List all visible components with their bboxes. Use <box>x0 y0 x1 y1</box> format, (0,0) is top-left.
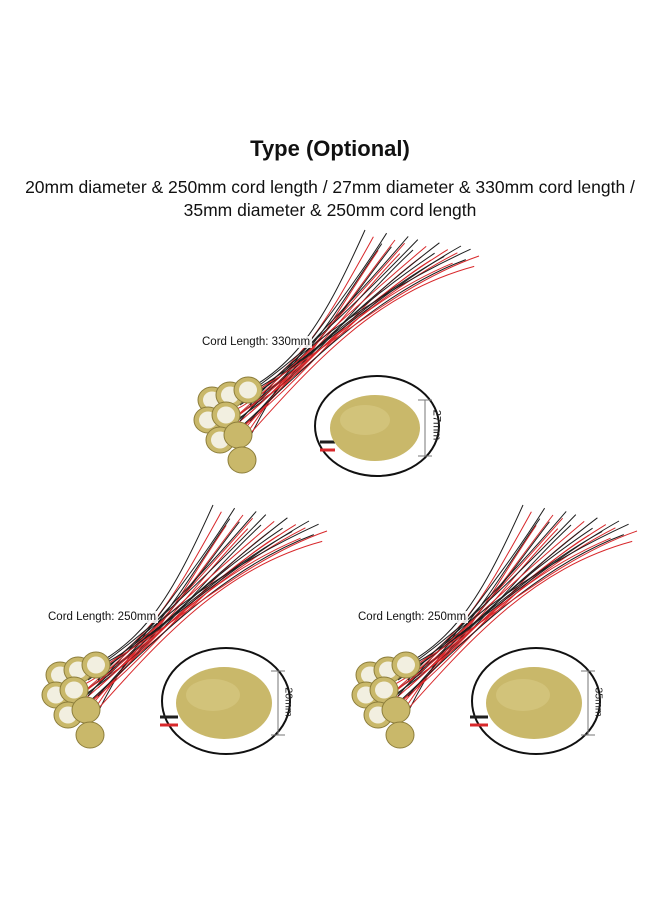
piezo-disc <box>381 696 411 724</box>
piezo-discs <box>41 651 111 749</box>
wire <box>229 259 466 438</box>
wire <box>387 534 624 713</box>
piezo-disc <box>233 376 263 404</box>
disc-callout <box>160 647 291 755</box>
wire <box>219 242 440 438</box>
diameter-label: 35mm <box>592 687 605 717</box>
wire-bundle <box>367 504 638 721</box>
wire <box>67 527 306 705</box>
piezo-disc <box>391 651 421 679</box>
wire <box>407 523 629 681</box>
wire <box>97 507 236 713</box>
variant-panel-35mm: Cord Length: 250mm 35mm <box>338 504 638 775</box>
wire <box>407 507 546 713</box>
wire <box>97 523 319 681</box>
disc-callout <box>314 375 440 477</box>
wire <box>229 249 449 446</box>
wire <box>239 265 475 446</box>
diameter-label: 20mm <box>282 687 295 717</box>
disc-callout <box>470 647 601 755</box>
piezo-discs <box>193 376 263 474</box>
wire <box>249 248 471 406</box>
wire <box>397 540 633 721</box>
cord-length-label: Cord Length: 250mm <box>46 611 159 623</box>
piezo-bundle-illustration <box>351 504 638 755</box>
piezo-disc <box>81 651 111 679</box>
cord-length-label: Cord Length: 330mm <box>200 336 313 348</box>
wire <box>387 524 607 721</box>
wire <box>67 517 288 713</box>
piezo-disc <box>59 676 89 704</box>
piezo-disc <box>385 721 415 749</box>
diameter-label: 27mm <box>430 409 443 441</box>
piezo-bundle-illustration <box>41 504 328 755</box>
wire <box>87 540 323 721</box>
wire <box>77 524 297 721</box>
piezo-disc <box>369 676 399 704</box>
cord-length-label: Cord Length: 250mm <box>356 611 469 623</box>
wire <box>377 517 598 713</box>
piezo-disc <box>75 721 105 749</box>
wire <box>77 534 314 713</box>
piezo-disc <box>227 446 257 474</box>
piezo-discs <box>351 651 421 749</box>
wire-bundle <box>209 229 480 446</box>
piezo-disc <box>223 421 253 449</box>
wire <box>219 252 458 430</box>
variant-panel-330mm: Cord Length: 330mm 27mm <box>180 229 480 500</box>
wire <box>377 527 616 705</box>
product-title: Type (Optional) <box>250 136 410 161</box>
product-description: 20mm diameter & 250mm cord length / 27mm… <box>25 177 635 220</box>
variant-panel-20mm: Cord Length: 250mm 20mm <box>28 504 328 775</box>
piezo-disc <box>71 696 101 724</box>
piezo-bundle-illustration <box>193 229 480 477</box>
